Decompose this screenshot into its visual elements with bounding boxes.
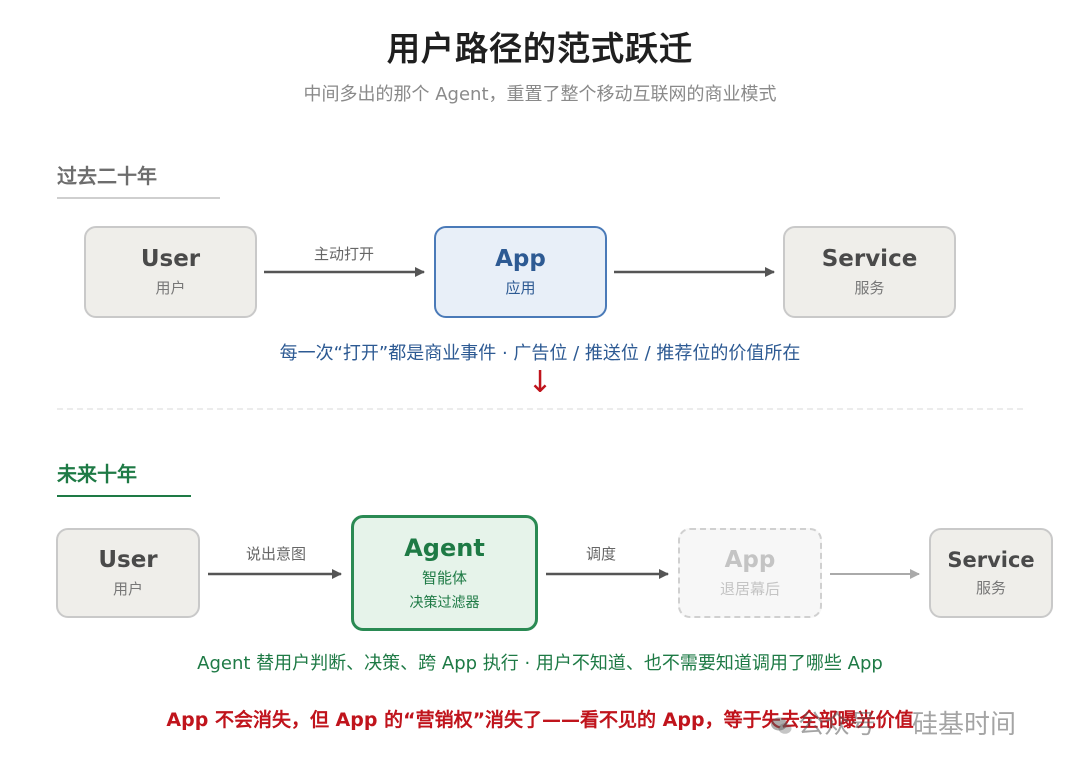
past-node-service-title: Service <box>821 245 918 272</box>
future-edge-label-intent: 说出意图 <box>245 545 306 563</box>
future-node-agent: Agent 智能体 决策过滤器 <box>351 515 538 631</box>
section-label-past: 过去二十年 <box>57 164 157 188</box>
future-node-agent-sub: 智能体 <box>421 569 467 588</box>
watermark-text-1: 公众号 <box>798 710 877 740</box>
future-node-service: Service 服务 <box>929 528 1053 618</box>
past-node-user-sub: 用户 <box>155 279 186 298</box>
future-node-app-sub: 退居幕后 <box>719 580 780 599</box>
future-node-user: User 用户 <box>56 528 200 618</box>
diagram-title: 用户路径的范式跃迁 <box>387 29 693 68</box>
past-node-app: App 应用 <box>434 226 607 318</box>
transition-down-arrow-icon: ↓ <box>527 365 553 400</box>
watermark-text-2: 硅基时间 <box>912 710 1017 740</box>
diagram-subtitle: 中间多出的那个 Agent，重置了整个移动互联网的商业模式 <box>303 84 777 105</box>
conclusion-text: App 不会消失，但 App 的“营销权”消失了——看不见的 App，等于失去全… <box>166 709 914 731</box>
past-node-service-sub: 服务 <box>854 279 885 298</box>
future-node-service-sub: 服务 <box>975 579 1006 598</box>
future-caption: Agent 替用户判断、决策、跨 App 执行 · 用户不知道、也不需要知道调用… <box>197 653 883 674</box>
past-node-user: User 用户 <box>84 226 257 318</box>
past-node-service: Service 服务 <box>783 226 956 318</box>
future-node-app: App 退居幕后 <box>678 528 822 618</box>
section-underline-future <box>57 495 191 497</box>
future-node-agent-title: Agent <box>404 533 485 562</box>
future-node-user-sub: 用户 <box>112 580 143 599</box>
future-node-service-title: Service <box>947 547 1035 572</box>
wechat-logo-icon <box>770 713 792 734</box>
past-caption: 每一次“打开”都是商业事件 · 广告位 / 推送位 / 推荐位的价值所在 <box>279 343 801 364</box>
past-edge-label-open: 主动打开 <box>313 245 374 263</box>
past-node-app-title: App <box>495 245 546 272</box>
watermark: 公众号 硅基时间 <box>770 704 1016 741</box>
section-underline-past <box>57 197 220 199</box>
section-label-future: 未来十年 <box>57 462 137 486</box>
future-node-agent-sub2: 决策过滤器 <box>409 595 480 612</box>
past-node-app-sub: 应用 <box>505 279 536 298</box>
future-node-user-title: User <box>98 546 158 573</box>
section-divider <box>57 408 1023 410</box>
future-node-app-title: App <box>724 546 776 573</box>
past-node-user-title: User <box>140 245 201 272</box>
future-edge-label-dispatch: 调度 <box>585 545 616 563</box>
